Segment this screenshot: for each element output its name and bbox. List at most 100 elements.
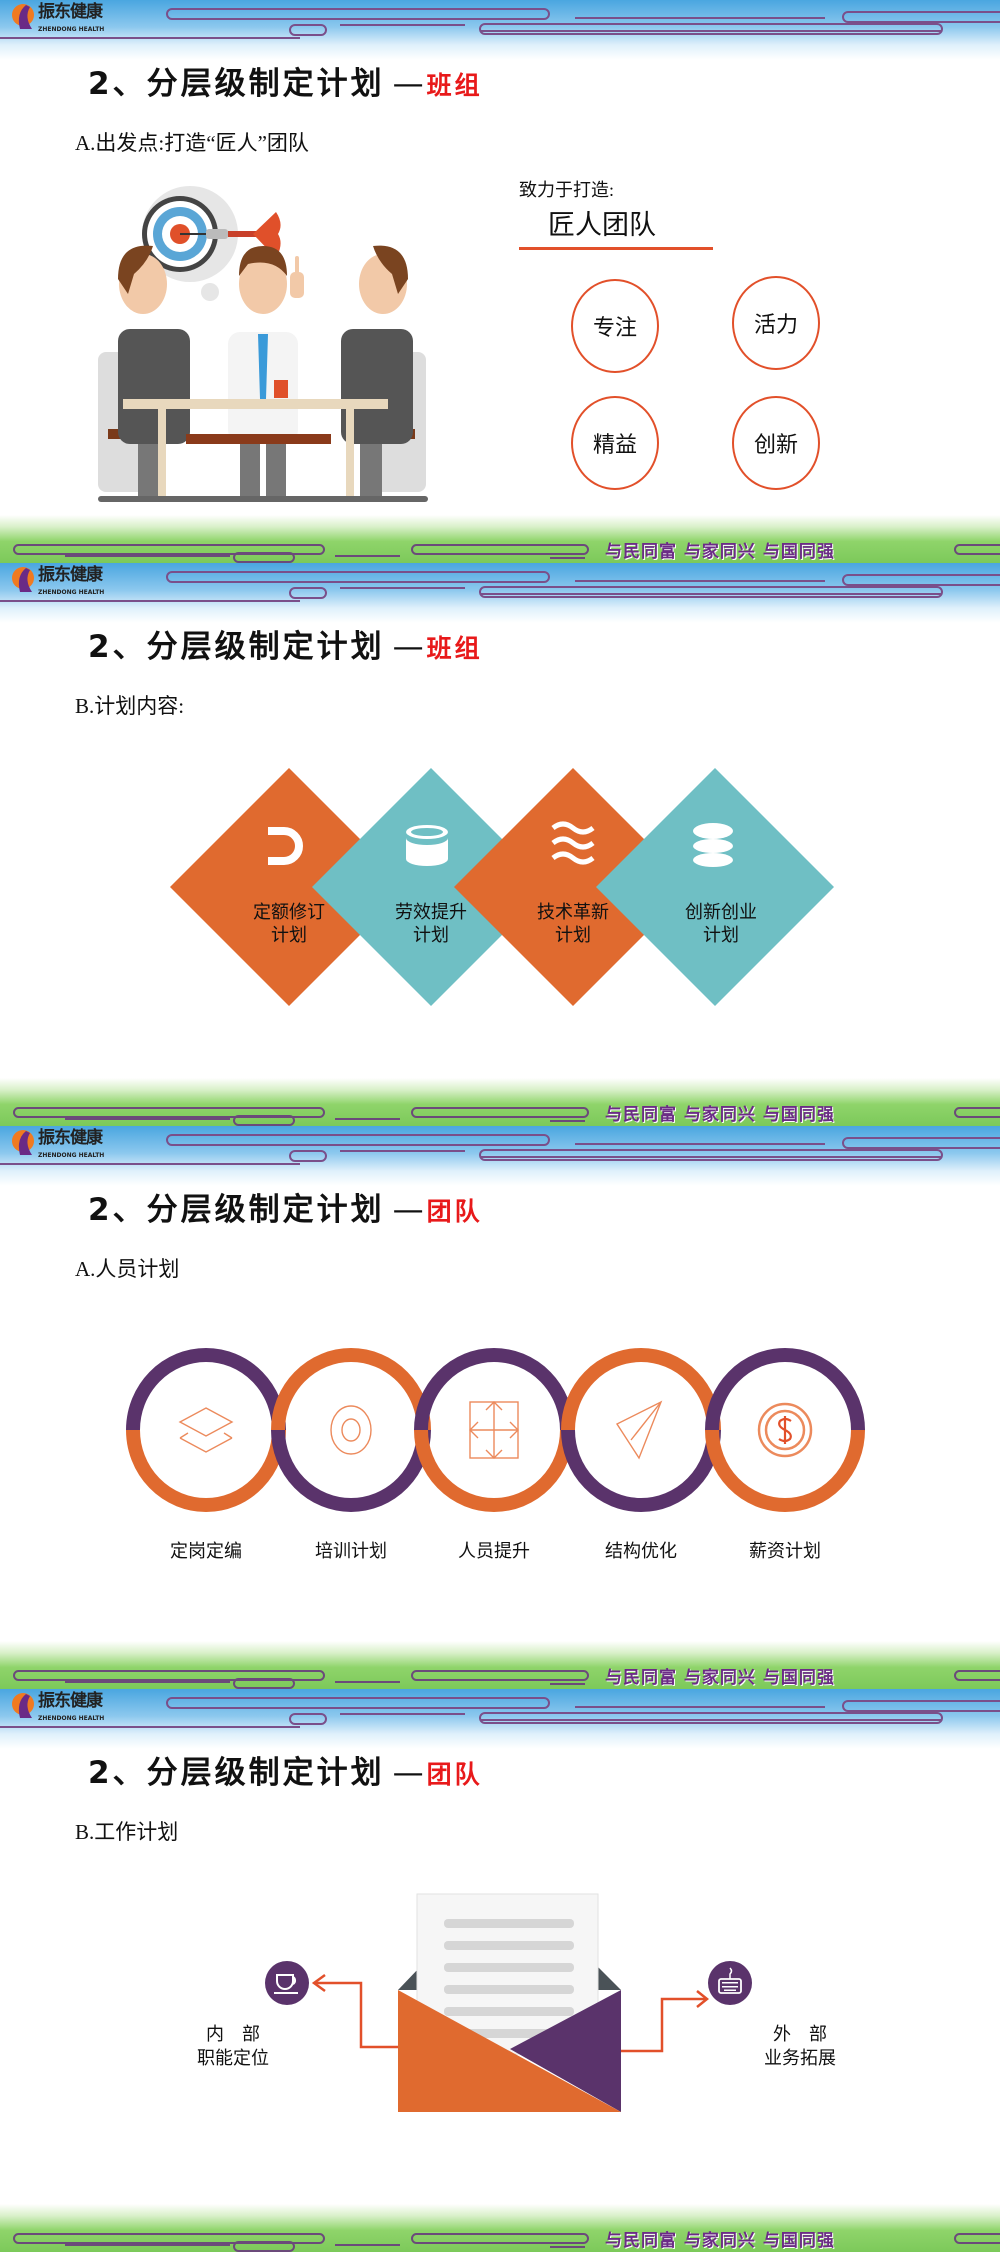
- title-tag: 团队: [426, 1760, 483, 1789]
- database-icon: [693, 823, 733, 867]
- plan-diamonds: [170, 768, 834, 1006]
- diamond-label: 劳效提升计划: [395, 902, 467, 946]
- slogan: 与民同富 与家同兴 与国同强: [605, 542, 835, 562]
- headline-underline: [519, 247, 713, 250]
- value-circle: 专注: [571, 279, 659, 373]
- ring-label: 人员提升: [458, 1541, 530, 1562]
- diamond-label: 创新创业计划: [685, 902, 757, 946]
- brand-name: 振东健康: [38, 2, 103, 22]
- brand-name: 振东健康: [38, 565, 103, 585]
- dollar-coin-icon: [757, 1402, 813, 1458]
- logo-mark-icon: [12, 4, 34, 29]
- title-main: 2、分层级制定计划: [88, 1192, 385, 1228]
- slide-footer: 与民同富 与家同兴 与国同强: [0, 515, 1000, 563]
- slide-title: 2、分层级制定计划—团队: [88, 1753, 483, 1795]
- slide-header: 振东健康 ZHENDONG HEALTH: [0, 1126, 1000, 1186]
- title-tag: 班组: [426, 71, 483, 100]
- cylinder-icon: [406, 825, 448, 866]
- magnet-icon: [268, 827, 303, 865]
- footer-decoration: [13, 2233, 1000, 2252]
- slide-title: 2、分层级制定计划—团队: [88, 1190, 483, 1232]
- arrow-left: [315, 1981, 398, 2049]
- brand-subname: ZHENDONG HEALTH: [38, 26, 105, 33]
- work-plan-diagram: [265, 1893, 752, 2112]
- brand-name: 振东健康: [38, 1128, 103, 1148]
- slide-subtitle: A.出发点:打造“匠人”团队: [75, 131, 309, 155]
- brand-name: 振东健康: [38, 1691, 103, 1711]
- footer-decoration: [13, 1670, 1000, 1689]
- brand-subname: ZHENDONG HEALTH: [38, 589, 105, 596]
- open-envelope-icon: [398, 1893, 621, 2112]
- slide-footer: 与民同富 与家同兴 与国同强: [0, 2204, 1000, 2252]
- slogan: 与民同富 与家同兴 与国同强: [605, 2231, 835, 2251]
- team-meeting-illustration: [98, 186, 428, 502]
- ring-4: [561, 1348, 721, 1512]
- slide-1: 振东健康 ZHENDONG HEALTH 致力于打造: 匠人团队 专注: [0, 0, 1000, 563]
- title-dash: —: [392, 1192, 427, 1228]
- title-dash: —: [392, 66, 427, 102]
- slide-header: 振东健康 ZHENDONG HEALTH: [0, 563, 1000, 623]
- slogan: 与民同富 与家同兴 与国同强: [605, 1105, 835, 1125]
- title-dash: —: [392, 629, 427, 665]
- paper-plane-icon: [615, 1400, 663, 1460]
- diamond-3: [454, 768, 692, 1006]
- slide-subtitle: B.计划内容:: [75, 694, 185, 718]
- slide-subtitle: B.工作计划: [75, 1820, 179, 1844]
- footer-decoration: [13, 544, 1000, 563]
- ring-2: [271, 1348, 431, 1512]
- slogan: 与民同富 与家同兴 与国同强: [605, 1668, 835, 1688]
- title-tag: 团队: [426, 1197, 483, 1226]
- value-circle: 活力: [732, 276, 820, 370]
- title-main: 2、分层级制定计划: [88, 66, 385, 102]
- ring-3: [414, 1348, 574, 1512]
- slide-title: 2、分层级制定计划—班组: [88, 64, 483, 106]
- slide-subtitle: A.人员计划: [75, 1257, 180, 1281]
- diamond-2: [312, 768, 550, 1006]
- diamond-4: [596, 768, 834, 1006]
- ring-target-icon: [330, 1405, 372, 1455]
- brand-subname: ZHENDONG HEALTH: [38, 1152, 105, 1159]
- arrow-right: [621, 1997, 706, 2053]
- coffee-cup-icon: [265, 1961, 309, 2005]
- slide-footer: 与民同富 与家同兴 与国同强: [0, 1641, 1000, 1689]
- brand-logo: 振东健康 ZHENDONG HEALTH: [12, 1129, 132, 1161]
- diamond-label: 技术革新计划: [537, 902, 609, 946]
- lead-text: 致力于打造:: [519, 180, 615, 200]
- title-main: 2、分层级制定计划: [88, 629, 385, 665]
- header-decoration: [0, 1134, 1000, 1165]
- title-dash: —: [392, 1755, 427, 1791]
- logo-mark-icon: [12, 567, 34, 592]
- ring-label: 培训计划: [315, 1541, 387, 1562]
- value-circle: 精益: [571, 396, 659, 490]
- ring-5: [705, 1348, 865, 1512]
- diamond-1: [170, 768, 408, 1006]
- logo-mark-icon: [12, 1130, 34, 1155]
- personnel-rings: [126, 1348, 865, 1512]
- ring-label: 结构优化: [605, 1541, 677, 1562]
- value-circle: 创新: [732, 396, 820, 490]
- ring-label: 定岗定编: [170, 1541, 242, 1562]
- slide-2: 振东健康 ZHENDONG HEALTH 定额修订计划 劳效提升计划 技术革新计划…: [0, 563, 1000, 1126]
- brand-logo: 振东健康 ZHENDONG HEALTH: [12, 566, 132, 598]
- slide-footer: 与民同富 与家同兴 与国同强: [0, 1078, 1000, 1126]
- title-main: 2、分层级制定计划: [88, 1755, 385, 1791]
- internal-label: 内 部职能定位: [197, 2024, 269, 2069]
- external-label: 外 部业务拓展: [764, 2024, 836, 2069]
- header-decoration: [0, 1697, 1000, 1728]
- header-decoration: [0, 8, 1000, 39]
- headline-text: 匠人团队: [548, 210, 656, 241]
- waves-icon: [551, 821, 595, 865]
- ring-1: [126, 1348, 286, 1512]
- slide-header: 振东健康 ZHENDONG HEALTH: [0, 0, 1000, 60]
- header-decoration: [0, 571, 1000, 602]
- layers-icon: [178, 1407, 234, 1453]
- keyboard-icon: [708, 1961, 752, 2005]
- move-arrows-icon: [469, 1401, 519, 1459]
- diamond-label: 定额修订计划: [253, 902, 325, 946]
- ring-label: 薪资计划: [749, 1541, 821, 1562]
- slide-title: 2、分层级制定计划—班组: [88, 627, 483, 669]
